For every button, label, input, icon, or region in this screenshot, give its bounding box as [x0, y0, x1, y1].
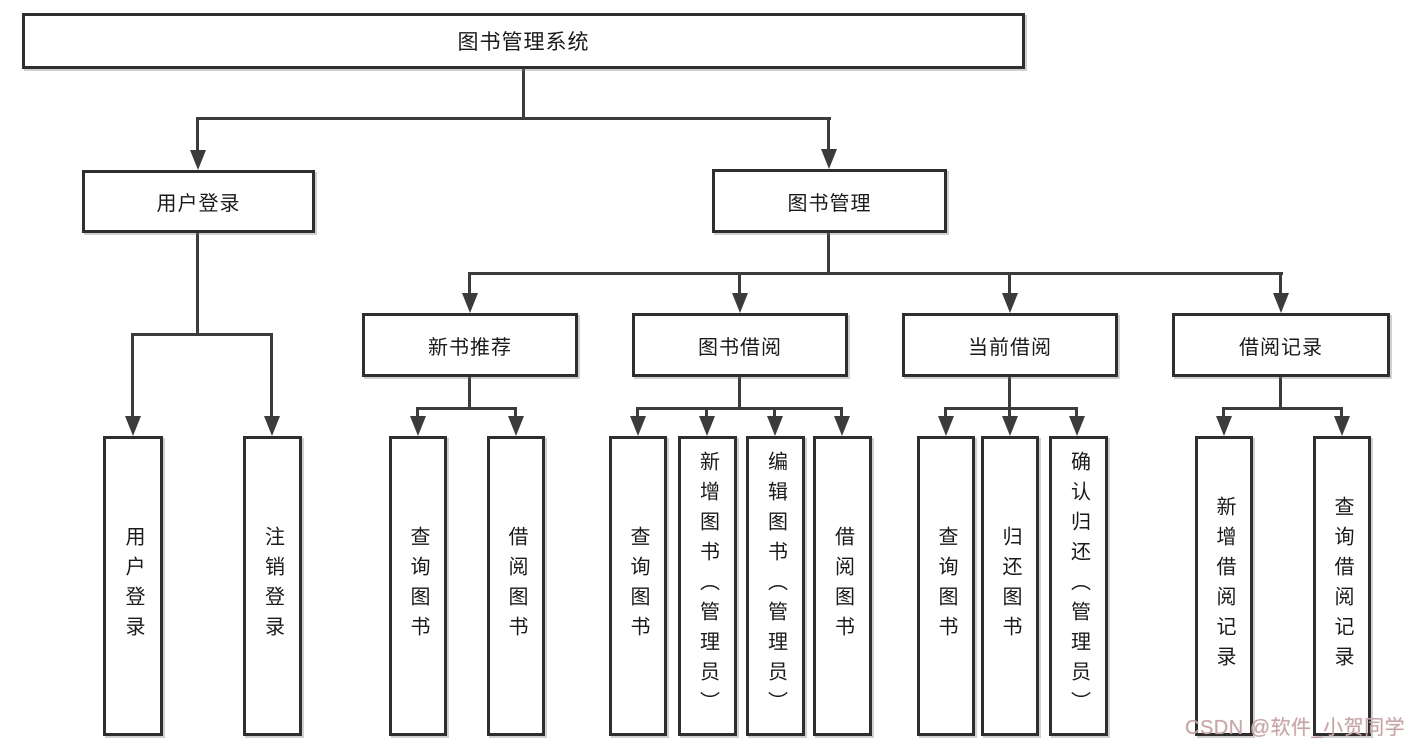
node-user-login-label: 用户登录 [156, 193, 241, 215]
arrowhead-leaf-query-books-cb [938, 416, 954, 436]
node-book-mgmt-label: 图书管理 [787, 192, 872, 215]
connector-to-book-mgmt [827, 117, 830, 152]
connector-to-leaf-user-login [131, 333, 134, 418]
leaf-add-borrow-record: 新增借阅记录 [1195, 436, 1253, 736]
connector-to-leaf-borrow-books-rec [514, 407, 517, 418]
leaf-query-books-cb-label: 查询图书 [935, 526, 957, 646]
leaf-user-login: 用户登录 [103, 436, 163, 736]
arrowhead-book-borrow [732, 293, 748, 313]
connector-root-split [197, 117, 831, 120]
arrowhead-leaf-edit-books [767, 416, 783, 436]
arrowhead-leaf-confirm-return [1069, 416, 1085, 436]
connector-book-mgmt-split [468, 272, 1283, 275]
connector-to-book-borrow [738, 272, 741, 296]
leaf-borrow-books-bb: 借阅图书 [813, 436, 872, 736]
leaf-borrow-books-rec: 借阅图书 [487, 436, 545, 736]
connector-new-book-rec-split [416, 407, 517, 410]
node-borrow-records: 借阅记录 [1172, 313, 1390, 377]
connector-to-borrow-records [1279, 272, 1282, 296]
leaf-confirm-return-label: 确认归还（管理员） [1067, 451, 1090, 721]
leaf-add-borrow-record-label: 新增借阅记录 [1213, 496, 1235, 676]
node-user-login: 用户登录 [82, 170, 315, 233]
node-borrow-records-label: 借阅记录 [1239, 336, 1323, 359]
leaf-edit-books: 编辑图书（管理员） [746, 436, 805, 736]
arrowhead-leaf-query-books-rec [410, 416, 426, 436]
arrowhead-book-mgmt [821, 149, 837, 169]
connector-borrow-records-split [1222, 407, 1343, 410]
arrowhead-leaf-return-books [1002, 416, 1018, 436]
leaf-query-books-bb-label: 查询图书 [627, 526, 649, 646]
connector-to-new-book-rec [468, 272, 471, 296]
arrowhead-leaf-borrow-books-bb [834, 416, 850, 436]
leaf-logout: 注销登录 [243, 436, 302, 736]
arrowhead-leaf-borrow-books-rec [508, 416, 524, 436]
connector-borrow-records-stem [1279, 377, 1282, 410]
node-book-borrow: 图书借阅 [632, 313, 848, 377]
leaf-return-books-label: 归还图书 [999, 526, 1021, 646]
connector-to-user-login [196, 117, 199, 153]
connector-current-borrow-stem [1008, 377, 1011, 410]
connector-to-leaf-logout [270, 333, 273, 418]
arrowhead-leaf-user-login [125, 416, 141, 436]
leaf-query-borrow-record-label: 查询借阅记录 [1331, 496, 1353, 676]
node-new-book-rec-label: 新书推荐 [428, 336, 512, 359]
leaf-query-books-rec: 查询图书 [389, 436, 447, 736]
connector-root-stem [522, 69, 525, 119]
node-new-book-rec: 新书推荐 [362, 313, 578, 377]
connector-to-leaf-query-borrow-record [1340, 407, 1343, 418]
arrowhead-borrow-records [1273, 293, 1289, 313]
leaf-edit-books-label: 编辑图书（管理员） [764, 451, 787, 721]
connector-user-login-split [131, 333, 272, 336]
leaf-query-books-cb: 查询图书 [917, 436, 975, 736]
arrowhead-current-borrow [1002, 293, 1018, 313]
connector-to-leaf-query-books-rec [416, 407, 419, 418]
leaf-query-borrow-record: 查询借阅记录 [1313, 436, 1371, 736]
connector-to-leaf-query-books-bb [636, 407, 639, 418]
arrowhead-leaf-query-borrow-record [1334, 416, 1350, 436]
leaf-add-books: 新增图书（管理员） [678, 436, 737, 736]
arrowhead-leaf-add-borrow-record [1216, 416, 1232, 436]
node-book-borrow-label: 图书借阅 [698, 336, 782, 359]
connector-to-leaf-confirm-return [1075, 407, 1078, 418]
leaf-borrow-books-bb-label: 借阅图书 [831, 526, 854, 646]
connector-current-borrow-split [944, 407, 1078, 410]
node-root: 图书管理系统 [22, 13, 1025, 69]
connector-book-borrow-stem [738, 377, 741, 410]
csdn-watermark: CSDN @软件_小贺同学 [1185, 717, 1405, 739]
connector-book-mgmt-stem [827, 233, 830, 275]
arrowhead-leaf-add-books [699, 416, 715, 436]
connector-to-leaf-edit-books [773, 407, 776, 418]
connector-book-borrow-split [636, 407, 843, 410]
connector-user-login-stem [196, 233, 199, 336]
leaf-confirm-return: 确认归还（管理员） [1049, 436, 1108, 736]
node-root-label: 图书管理系统 [457, 31, 590, 54]
leaf-return-books: 归还图书 [981, 436, 1039, 736]
connector-to-leaf-return-books [1008, 407, 1011, 418]
connector-to-leaf-add-books [705, 407, 708, 418]
connector-to-current-borrow [1008, 272, 1011, 296]
leaf-add-books-label: 新增图书（管理员） [696, 451, 719, 721]
leaf-user-login-label: 用户登录 [122, 526, 144, 646]
arrowhead-new-book-rec [462, 293, 478, 313]
arrowhead-leaf-query-books-bb [630, 416, 646, 436]
leaf-query-books-rec-label: 查询图书 [407, 526, 429, 646]
leaf-borrow-books-rec-label: 借阅图书 [505, 526, 527, 646]
node-book-mgmt: 图书管理 [712, 169, 947, 233]
connector-new-book-rec-stem [468, 377, 471, 410]
arrowhead-user-login [190, 150, 206, 170]
leaf-logout-label: 注销登录 [261, 526, 284, 646]
connector-to-leaf-add-borrow-record [1222, 407, 1225, 418]
connector-to-leaf-borrow-books-bb [840, 407, 843, 418]
arrowhead-leaf-logout [264, 416, 280, 436]
node-current-borrow-label: 当前借阅 [968, 336, 1052, 359]
connector-to-leaf-query-books-cb [944, 407, 947, 418]
node-current-borrow: 当前借阅 [902, 313, 1118, 377]
leaf-query-books-bb: 查询图书 [609, 436, 667, 736]
